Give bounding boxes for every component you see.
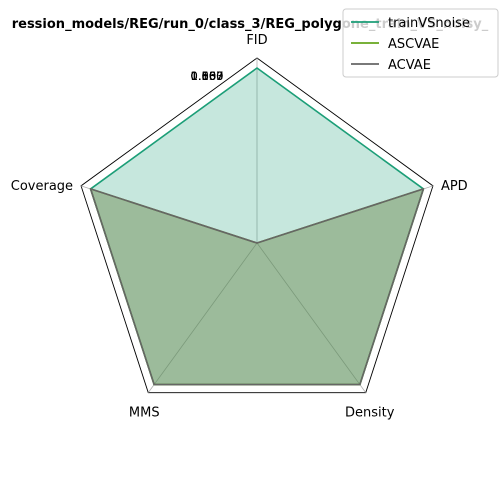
radar-frame — [80, 57, 434, 394]
axis-label-mms: MMS — [129, 406, 160, 421]
legend-label-trainvsnoise: trainVSnoise — [388, 16, 470, 31]
legend-label-acvae: ACVAE — [388, 58, 431, 73]
tick-label: 1.000 — [191, 69, 224, 83]
spoke-mms — [147, 242, 258, 393]
tick-label: 0.667 — [191, 69, 224, 83]
series-acvae — [89, 188, 425, 386]
axis-label-density: Density — [345, 406, 395, 421]
legend-box — [342, 8, 499, 78]
tick-label: 0.500 — [191, 69, 224, 83]
axis-label-fid: FID — [246, 33, 267, 48]
tick-label: 0.833 — [191, 69, 224, 83]
axis-label-coverage: Coverage — [11, 179, 73, 194]
tick-label: 1.167 — [191, 69, 224, 83]
legend-label-ascvae: ASCVAE — [388, 37, 439, 52]
spoke-density — [256, 242, 367, 393]
axis-label-apd: APD — [441, 179, 468, 194]
